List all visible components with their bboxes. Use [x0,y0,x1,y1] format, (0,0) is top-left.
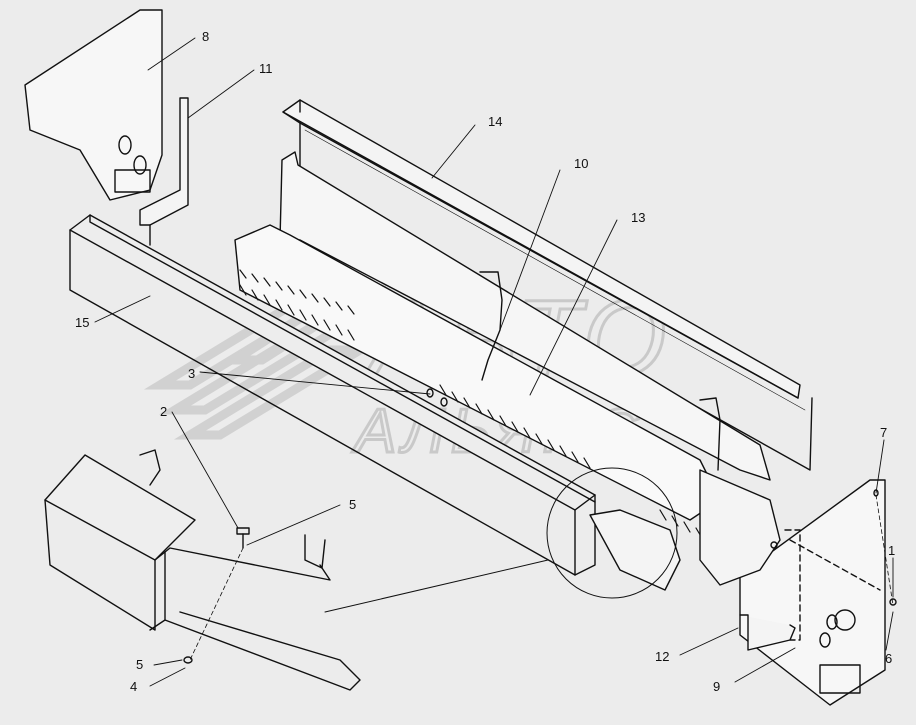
callout-13: 13 [631,210,645,225]
part-8-left-side-plate [24,9,163,201]
callout-9: 9 [713,679,720,694]
center-bracket [589,509,681,591]
callout-11: 11 [259,61,273,76]
callout-10: 10 [574,156,588,171]
lower-mounting-frame [139,449,361,691]
part-13-back-panel [234,151,771,521]
callout-2: 2 [160,404,167,419]
part-15-front-beam [69,214,596,576]
callout-8: 8 [202,29,209,44]
callout-1: 1 [888,543,895,558]
leader-lines [94,37,894,687]
bolt-icon [183,388,897,664]
part-9-right-side-plate [739,479,886,706]
callout-4: 4 [130,679,137,694]
callout-5-upper: 5 [349,497,356,512]
callout-3: 3 [188,366,195,381]
lower-left-housing [44,454,196,631]
slot-row [239,269,739,557]
detail-circle [546,467,678,599]
part-11-left-bracket [139,97,189,246]
callout-14: 14 [488,114,502,129]
callout-7: 7 [880,425,887,440]
part-12-lower-bracket [739,614,796,651]
callout-6: 6 [885,651,892,666]
callout-15: 15 [75,315,89,330]
right-end-panel [699,469,881,641]
callout-12: 12 [655,649,669,664]
callout-5-lower: 5 [136,657,143,672]
